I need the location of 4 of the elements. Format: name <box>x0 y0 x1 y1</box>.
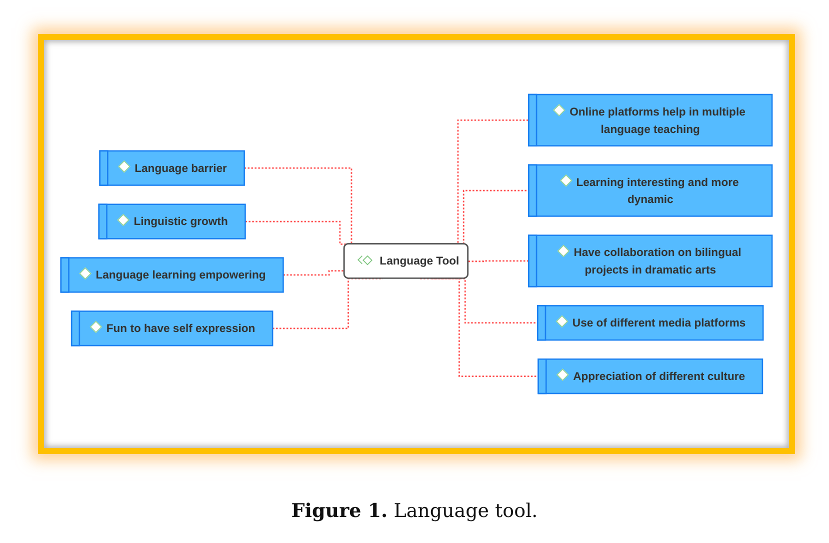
connector <box>283 270 344 276</box>
connector <box>468 260 529 262</box>
caption: Figure 1. Language tool. <box>290 500 539 522</box>
frame-panel: Language barrier Linguistic growth Language Tool Online platforms help in multiple language teaching Language learning empowering Learning interesting and more dynamic Fun to have self expression Have collaboration on bilingual projects in dramatic arts Use of different media platforms Appreciation of different culture <box>38 34 795 454</box>
